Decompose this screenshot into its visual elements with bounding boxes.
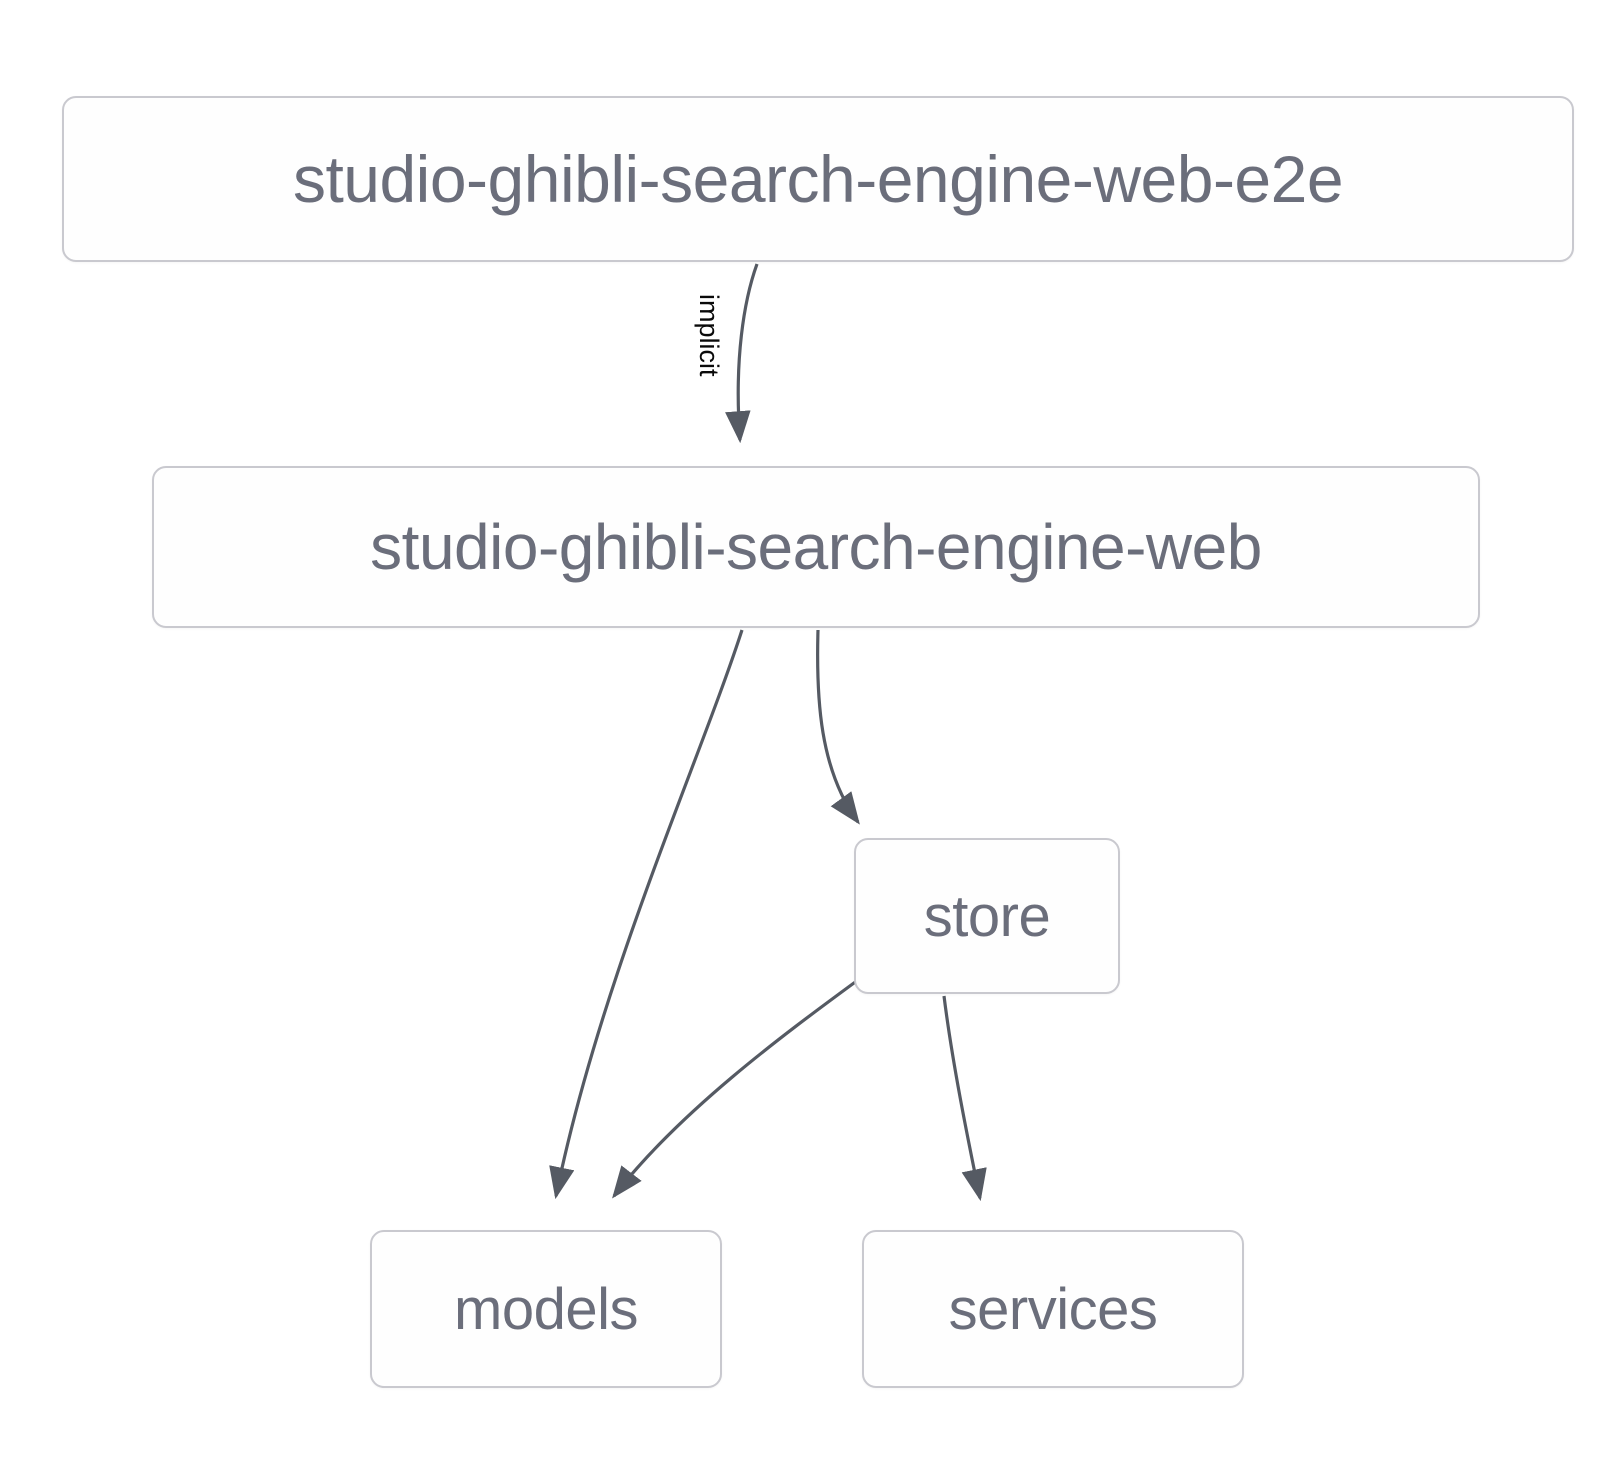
edge-label-implicit: implicit	[694, 294, 724, 377]
node-label: services	[948, 1276, 1158, 1342]
node-studio-ghibli-search-engine-web[interactable]: studio-ghibli-search-engine-web	[152, 466, 1480, 628]
edge-web-to-models	[549, 629, 744, 1200]
node-label: models	[454, 1276, 638, 1342]
node-label: studio-ghibli-search-engine-web-e2e	[292, 142, 1344, 216]
node-services[interactable]: services	[862, 1230, 1244, 1388]
node-store[interactable]: store	[854, 838, 1120, 994]
node-label: store	[923, 883, 1051, 949]
edge-store-to-models	[612, 978, 859, 1199]
node-studio-ghibli-search-engine-web-e2e[interactable]: studio-ghibli-search-engine-web-e2e	[62, 96, 1574, 262]
edge-web-to-store	[815, 629, 860, 825]
edge-e2e-to-web	[725, 263, 759, 444]
edge-store-to-services	[942, 995, 987, 1202]
node-models[interactable]: models	[370, 1230, 722, 1388]
node-label: studio-ghibli-search-engine-web	[370, 511, 1262, 583]
